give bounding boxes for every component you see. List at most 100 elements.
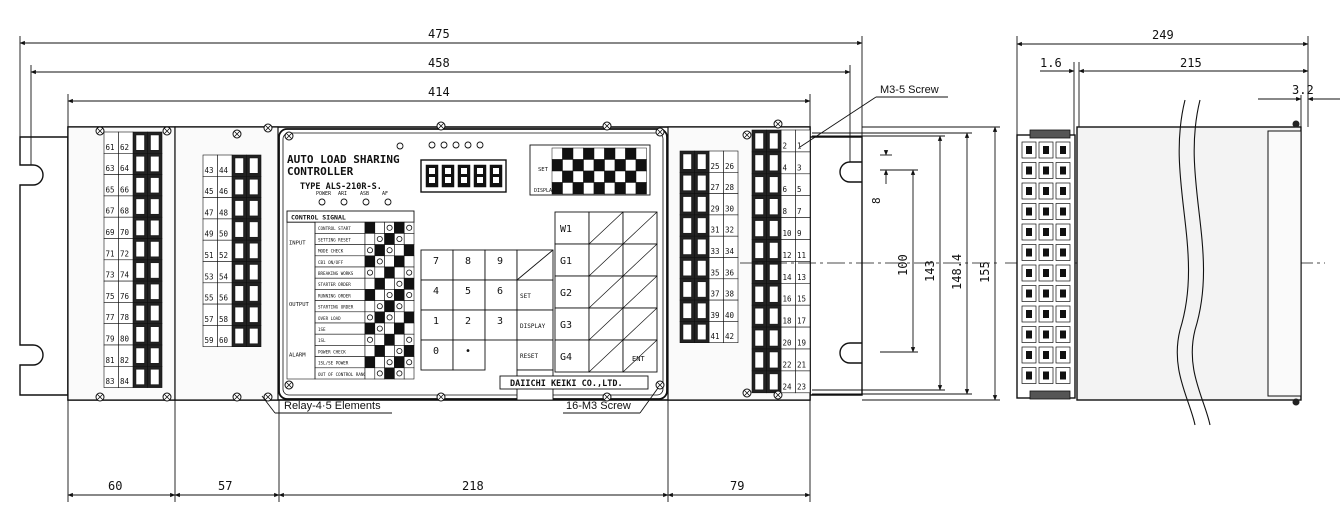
set-matrix[interactable] <box>529 144 651 196</box>
terminal-screw-head <box>754 351 764 369</box>
function-key[interactable] <box>516 309 554 341</box>
keypad-key[interactable] <box>420 249 454 281</box>
screw-slot <box>437 122 445 130</box>
set-matrix-cell <box>625 182 637 195</box>
terminal-screw-head <box>150 305 160 321</box>
mode-key-label: G2 <box>560 288 572 299</box>
table-row-text: RUNNING ORDER <box>318 293 351 298</box>
mode-key[interactable] <box>554 307 590 341</box>
function-key-label: SET <box>520 293 531 300</box>
terminal-screw-head <box>697 238 707 255</box>
display-segment <box>445 177 451 183</box>
keypad-key[interactable] <box>484 279 518 311</box>
callout-m3-5-screw-text: M3-5 Screw <box>880 84 939 96</box>
keypad-key[interactable] <box>452 309 486 341</box>
table-signal-cell <box>364 221 376 234</box>
terminal-screw-head <box>150 326 160 343</box>
signal-led <box>386 359 393 366</box>
keypad-key[interactable] <box>452 339 486 371</box>
set-matrix-cell <box>614 147 626 160</box>
terminal-number: 25 <box>711 162 720 171</box>
terminal-number: 29 <box>711 204 720 213</box>
signal-led <box>406 291 413 298</box>
terminal-screw-head <box>249 157 259 174</box>
terminal-number: 65 <box>106 185 115 194</box>
terminal-number: 30 <box>725 204 735 213</box>
terminal-label-cell <box>795 370 811 394</box>
terminal-number: 37 <box>711 290 720 299</box>
callout-16-m3-screw: 16-M3 Screw <box>563 387 659 414</box>
terminal-number: 62 <box>120 143 129 152</box>
terminal-number: 49 <box>205 230 214 239</box>
keypad-key[interactable] <box>420 279 454 311</box>
indicator-led <box>476 141 484 149</box>
selector-block: SET DISPLAY <box>529 144 651 196</box>
terminal-screw-head <box>754 220 764 237</box>
table-signal-cell <box>374 244 385 257</box>
terminal-number: 76 <box>120 292 130 301</box>
mode-key[interactable] <box>554 211 590 245</box>
dim-inner-height: 100 <box>896 254 910 276</box>
terminal-screw-head <box>150 283 160 300</box>
dim-body-height: 148.4 <box>950 254 964 290</box>
side-pin-core <box>1043 269 1049 277</box>
terminal-number: 77 <box>106 313 115 322</box>
side-pin-core <box>1026 166 1032 175</box>
side-screw-bottom <box>1292 398 1300 406</box>
side-pin-core <box>1060 207 1066 216</box>
table-signal-cell <box>384 233 395 245</box>
mode-key-diagonal <box>588 275 624 309</box>
terminal-screw-head <box>769 286 779 303</box>
terminal-screw-head <box>769 307 779 325</box>
terminal-number: 75 <box>106 292 115 301</box>
terminal-number: 35 <box>711 268 720 277</box>
terminal-screw-head <box>754 286 764 303</box>
keypad-key-label: 4 <box>433 286 439 297</box>
keypad-key[interactable] <box>420 339 454 371</box>
keypad-key[interactable] <box>484 309 518 341</box>
callout-relay-elements: Relay-4·5 Elements <box>261 395 392 414</box>
set-matrix-cell <box>572 182 584 195</box>
table-signal-cell <box>394 244 405 257</box>
keypad-key[interactable] <box>420 309 454 341</box>
side-pin-core <box>1060 146 1066 154</box>
set-matrix-cell <box>593 147 605 160</box>
table-signal-cell <box>403 367 415 380</box>
terminal-number: 19 <box>797 339 806 348</box>
set-matrix-cell <box>614 182 626 195</box>
table-row-text: OUT OF CONTROL RANGE <box>318 372 369 377</box>
mode-key[interactable] <box>554 275 590 309</box>
set-matrix-cell <box>604 159 616 172</box>
terminal-number: 45 <box>205 187 214 196</box>
screw-slot <box>264 124 272 132</box>
function-key[interactable] <box>516 339 554 371</box>
terminal-number: 84 <box>120 377 130 386</box>
side-pin-core <box>1043 371 1049 380</box>
table-row-text: MODE CHECK <box>318 249 344 254</box>
terminal-screw-head <box>754 373 764 391</box>
table-row-text: POWER CHECK <box>318 349 346 354</box>
table-signal-cell <box>384 345 395 357</box>
dim-left-terminal: 60 <box>108 479 122 493</box>
terminal-number: 59 <box>205 336 214 345</box>
dim-slot-height: 8 <box>870 197 883 204</box>
table-signal-cell <box>394 255 405 268</box>
function-key[interactable] <box>516 279 554 311</box>
terminal-number: 56 <box>219 294 229 303</box>
table-signal-cell <box>384 255 395 268</box>
set-matrix-cell <box>583 170 595 183</box>
keypad-key[interactable] <box>484 249 518 281</box>
side-pin-core <box>1043 330 1049 339</box>
terminal-screw-head <box>135 134 145 151</box>
display-segment <box>429 177 435 183</box>
keypad-key-label: 3 <box>497 316 503 327</box>
terminal-number: 22 <box>783 360 792 369</box>
terminal-number: 16 <box>783 295 793 304</box>
terminal-number: 11 <box>797 251 806 260</box>
table-signal-cell <box>403 345 415 357</box>
table-section-label: ALARM <box>289 353 306 359</box>
side-pin-core <box>1060 330 1066 339</box>
side-connector-bottom <box>1029 390 1071 400</box>
